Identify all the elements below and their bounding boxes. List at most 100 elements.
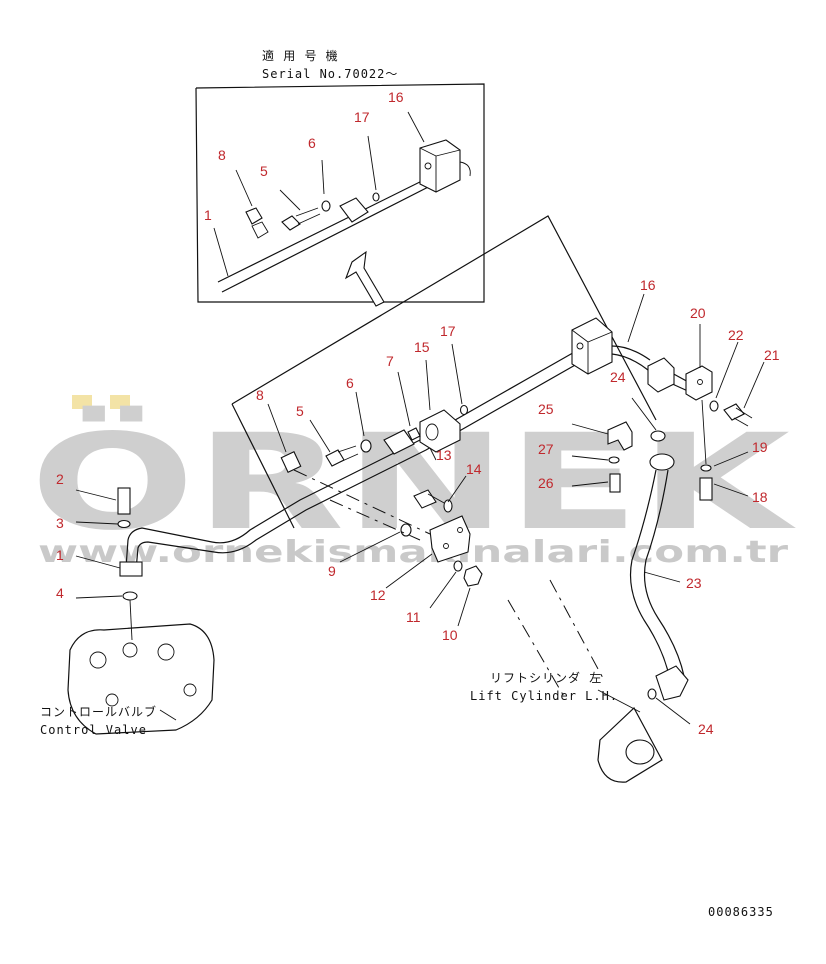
leader-25 [571,423,609,435]
washer-11 [453,560,463,572]
hose-16-20-edge [611,353,649,371]
valve-port [122,642,138,658]
leader-2 [75,489,117,501]
leader-4 [75,595,123,599]
elbow-25 [607,421,633,451]
inset-o-ring [372,192,380,202]
main-callouts: 2 3 1 4 8 5 6 7 15 17 13 14 9 12 11 10 1… [56,277,780,737]
notes: リフトシリンダ 左 Lift Cylinder L.H. コントロールバルブ C… [40,670,774,919]
leader-23 [643,571,681,583]
flange-15-port [425,423,439,441]
callout-25: 25 [538,401,554,417]
leader-9 [339,531,401,563]
leader-11 [429,571,457,609]
inset-leader [235,169,253,207]
control-valve-jp-label: コントロールバルブ [40,704,157,719]
watermark-umlaut-dot [72,395,92,409]
leader-21 [743,361,765,409]
inset-frame [195,83,485,303]
leader-22 [715,341,739,399]
hose-top-flange [649,453,675,471]
callout-17: 17 [440,323,456,339]
clamp-8 [280,451,302,473]
inset-leader [367,135,377,191]
bracket-body [685,365,713,401]
washer-14 [443,499,453,513]
center-line [293,469,431,535]
cylinder-eye [625,739,655,765]
callout-24-bottom: 24 [698,721,714,737]
inset-flange [339,197,369,223]
valve-port [157,643,175,661]
inset-bolt-shank [297,213,321,225]
bolt-5-shank [339,453,359,463]
callout-4: 4 [56,585,64,601]
inset-callouts: 8 5 6 17 16 1 [204,89,404,223]
bolt-2 [117,487,131,515]
o-ring-4 [122,591,138,601]
o-ring-17 [459,404,469,416]
split-flange [383,429,415,455]
block-edge [571,329,589,343]
o-ring-24-bottom [647,688,657,700]
inset-leader [407,111,425,143]
pipe-line-edge [135,359,585,571]
callout-24-top: 24 [610,369,626,385]
cylinder-body [597,707,663,783]
leader-17 [451,343,463,405]
hose-bottom-fitting [655,665,689,701]
nut-10 [463,565,483,587]
callout-6: 6 [346,375,354,391]
inset-clamp [245,207,263,225]
leader-lift-cylinder [597,689,641,713]
clamp-block [647,357,675,393]
leader-1 [75,555,121,569]
bolt-21-shank [735,407,753,419]
callout-3: 3 [56,515,64,531]
applicable-machine-label: 適 用 号 機 [262,48,339,63]
leader-control-valve [159,709,177,721]
watermark-url: www.ornekismakinalari.com.tr [38,535,788,570]
flange-group [280,404,469,535]
bolt-5-shank [337,445,357,453]
leader-14 [447,475,467,503]
bracket-axis [701,399,707,465]
leader-24b [655,697,691,725]
leader-3 [75,521,119,525]
inset-bolt-head [281,215,301,231]
callout-22: 22 [728,327,744,343]
leader-18 [713,483,749,497]
main-frame-top [231,215,657,421]
inset-block-16-edge [419,147,437,157]
callout-27: 27 [538,441,554,457]
cylinder-axis-left [507,599,567,701]
callout-inset-6: 6 [308,135,316,151]
main-pipe [125,349,585,571]
callout-14: 14 [466,461,482,477]
block-edge [587,331,613,343]
watermark: ÖRNEK www.ornekismakinalari.com.tr [30,395,797,570]
callout-inset-1: 1 [204,207,212,223]
callout-15: 15 [414,339,430,355]
o-ring-7 [407,427,421,441]
leader-26 [571,481,609,487]
leader-5 [309,419,331,453]
leader-15 [425,359,431,411]
leader-7 [397,371,411,427]
drawing-number: 00086335 [708,905,774,919]
inset-leader [321,159,325,195]
callout-1: 1 [56,547,64,563]
callout-inset-17: 17 [354,109,370,125]
leader-13 [429,447,437,461]
callout-16: 16 [640,277,656,293]
inset-block-hole [424,162,432,170]
callout-23: 23 [686,575,702,591]
leader-27 [571,455,609,461]
leader-12 [385,553,433,589]
callout-2: 2 [56,471,64,487]
leader-16 [627,293,645,343]
plate-hole [443,543,449,549]
lift-cylinder-jp-label: リフトシリンダ 左 [490,670,602,685]
inset-block-hose [459,161,471,177]
callout-7: 7 [386,353,394,369]
